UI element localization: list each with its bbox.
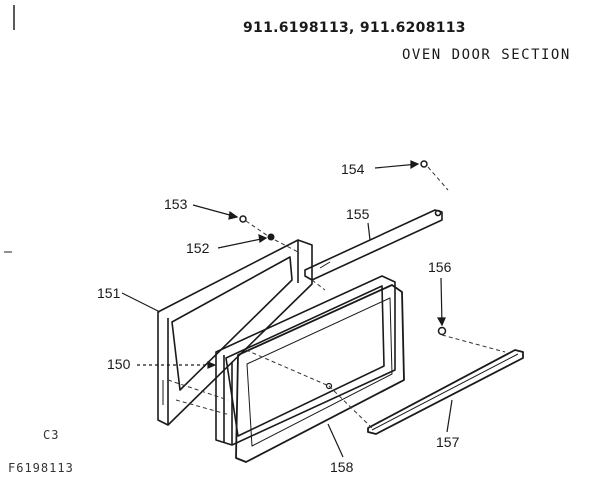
- screw-153: [239, 215, 247, 223]
- label-151: 151: [97, 285, 121, 301]
- outer-door-frame-151: [157, 239, 313, 426]
- label-156: 156: [428, 259, 452, 275]
- screw-154: [420, 160, 428, 168]
- label-152: 152: [186, 240, 210, 256]
- section-title: OVEN DOOR SECTION: [402, 47, 571, 63]
- window-glass-158: [235, 284, 405, 463]
- spacer-156: [437, 326, 447, 336]
- label-150: 150: [107, 356, 131, 372]
- label-158: 158: [330, 459, 354, 475]
- door-rail-155: [304, 209, 443, 281]
- label-153: 153: [164, 196, 188, 212]
- label-157: 157: [436, 434, 460, 450]
- label-154: 154: [341, 161, 365, 177]
- alignment-lines: [167, 166, 506, 429]
- inner-door-panel-150: [215, 275, 396, 446]
- figure-code: F6198113: [8, 461, 74, 475]
- page-code: C3: [43, 428, 60, 442]
- model-numbers: 911.6198113, 911.6208113: [243, 20, 466, 36]
- label-155: 155: [346, 206, 370, 222]
- center-mark-158: [325, 382, 333, 390]
- leader-lines: [121, 160, 453, 458]
- screw-152: [267, 233, 275, 241]
- door-handle-157: [367, 349, 524, 435]
